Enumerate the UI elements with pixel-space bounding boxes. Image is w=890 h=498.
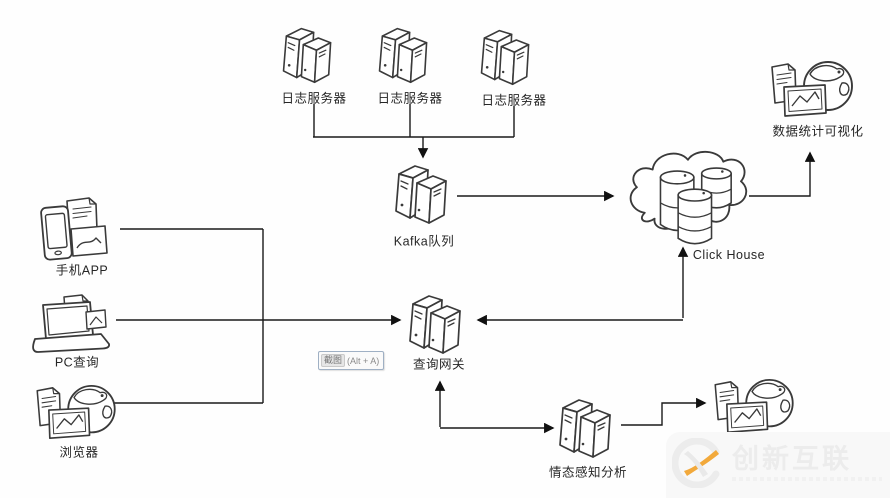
screenshot-tooltip-key: 截图 [321,354,346,367]
label-pc-query: PC查询 [54,355,100,370]
watermark: 创新互联 [672,438,882,488]
watermark-logo-icon [672,438,720,488]
screenshot-tooltip: 截图 (Alt + A) [318,351,385,370]
watermark-text: 创新互联 [732,443,852,474]
arrow-sentiment-to-web-result [621,397,707,426]
log-server-2-icon [372,22,436,86]
mobile-app-icon [32,194,118,266]
pc-query-laptop-icon [26,292,118,358]
label-browser: 浏览器 [59,445,99,460]
clickhouse-cloud-icon [620,146,752,254]
label-sentiment-analysis: 情态感知分析 [548,465,628,480]
label-visualization: 数据统计可视化 [772,124,864,139]
log-server-3-icon [474,24,538,88]
browser-globe-icon [30,382,120,444]
arrow-clickhouse-to-visualization [749,151,816,197]
label-log-server-3: 日志服务器 [481,93,547,108]
watermark-subline [732,476,882,481]
label-mobile-app: 手机APP [55,263,109,278]
label-log-server-1: 日志服务器 [281,91,347,106]
log-server-1-icon [276,22,340,86]
watermark-text-block: 创新互联 [732,443,882,481]
visualization-globe-icon [764,58,858,122]
label-query-gateway: 查询网关 [412,357,466,372]
label-log-server-2: 日志服务器 [377,91,443,106]
screenshot-tooltip-suffix: (Alt + A) [347,355,380,366]
web-result-globe-icon [708,376,798,438]
sentiment-analysis-icon [552,394,620,460]
label-clickhouse: Click House [692,248,766,262]
kafka-queue-icon [388,160,456,226]
label-kafka-queue: Kafka队列 [393,234,455,249]
query-gateway-icon [402,290,470,356]
